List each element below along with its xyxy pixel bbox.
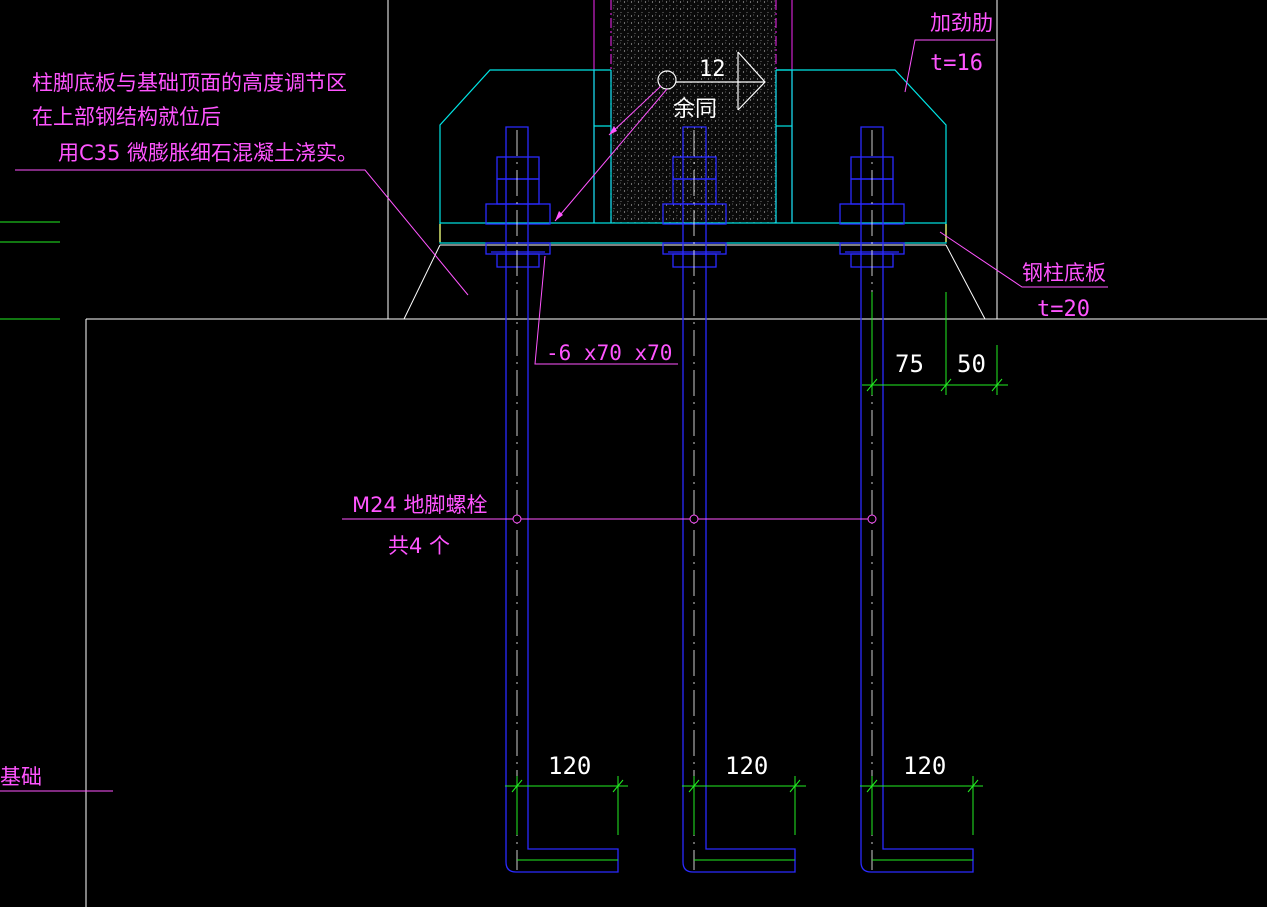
- stiffener-thickness: t=16: [930, 51, 983, 76]
- dim-120-2: 120: [725, 752, 768, 780]
- foundation-label: 基础: [0, 765, 42, 789]
- grout-note-line-2: 在上部钢结构就位后: [32, 105, 221, 129]
- dim-120-3: 120: [903, 752, 946, 780]
- base-plate-ends: [439, 224, 947, 242]
- grout-note-line-3: 用C35 微膨胀细石混凝土浇实。: [58, 141, 358, 165]
- dim-120-1: 120: [548, 752, 591, 780]
- leader-lines: [0, 39, 1108, 792]
- leader-arrows: [555, 126, 617, 221]
- weld-size: 12: [699, 57, 726, 82]
- anchor-bolt-count: 共4 个: [388, 534, 450, 558]
- weld-symbol: [657, 51, 766, 111]
- stiffener-label: 加劲肋: [930, 11, 993, 35]
- foundation-outline: [85, 0, 1267, 907]
- left-edge-lines: [0, 221, 60, 320]
- bolt-centerlines: [516, 130, 873, 870]
- washer-plate-label: -6 x70 x70: [546, 341, 672, 365]
- dim-75: 75: [895, 350, 924, 378]
- anchor-bolt-2: [662, 126, 796, 873]
- grout-note-line-1: 柱脚底板与基础顶面的高度调节区: [32, 71, 347, 95]
- bolt-markers: [512, 514, 877, 524]
- dim-50: 50: [957, 350, 986, 378]
- anchor-bolt-label: M24 地脚螺栓: [352, 493, 488, 517]
- weld-same-note: 余同: [673, 97, 717, 122]
- base-plate-label: 钢柱底板: [1022, 261, 1106, 285]
- anchor-bolt-1: [485, 126, 619, 873]
- dimension-lines: [505, 292, 1008, 835]
- base-plate-thickness: t=20: [1037, 297, 1090, 322]
